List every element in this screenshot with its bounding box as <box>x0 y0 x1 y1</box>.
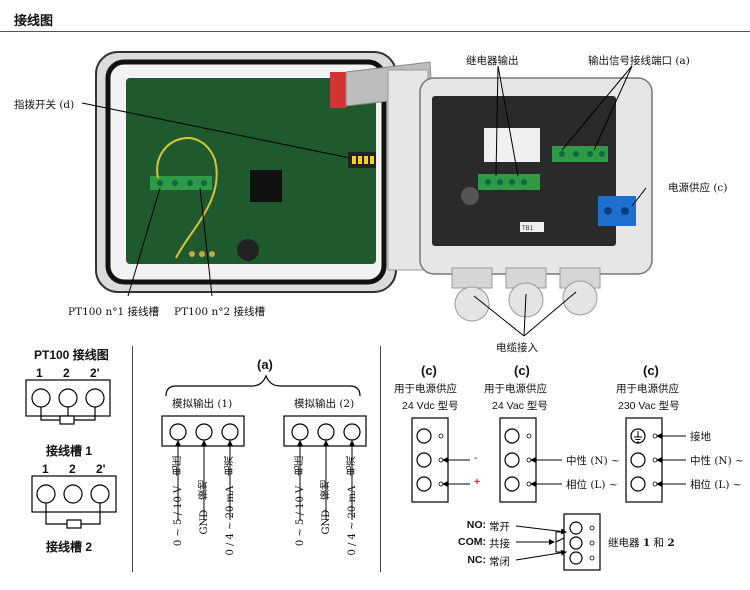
power-col1-model: 24 Vdc 型号 <box>402 400 459 412</box>
power-col1-title: 用于电源供应 <box>394 383 457 395</box>
cable-gland-3 <box>559 267 601 316</box>
relay-nc-key: NC: <box>467 554 486 566</box>
cable-gland-1 <box>451 267 493 322</box>
relay-nc-val: 常闭 <box>489 556 510 568</box>
relay-no-val: 常开 <box>489 521 510 533</box>
relay-com-key: COM: <box>458 536 486 548</box>
pt100-slot2-label: 接线槽 2 <box>46 540 93 554</box>
display-connector <box>237 239 259 261</box>
power-col2-title: 用于电源供应 <box>484 383 547 395</box>
pt100-slot2-pin-1: 1 <box>42 462 49 476</box>
pt100-slot1-resistor <box>59 415 75 425</box>
out1-gnd-signal: GND - 接地 <box>199 480 210 535</box>
power-col3-neutral: 中性 (N) ~ <box>690 455 744 467</box>
analog-marker: (a) <box>257 357 273 372</box>
pt100-slot1-pin-2: 2 <box>63 366 70 380</box>
power-col1-plus: + <box>474 476 481 488</box>
pt100-slot1-label: PT100 n°1 接线槽 <box>68 306 159 318</box>
pt100-slot2-resistor <box>66 519 82 529</box>
page-title: 接线图 <box>14 13 54 28</box>
pt100-slot2-pin-2p: 2' <box>96 462 106 476</box>
power-col3-ground: 接地 <box>690 431 711 443</box>
relay-label-prefix: 继电器 <box>608 537 643 549</box>
power-col3-model: 230 Vac 型号 <box>618 400 680 412</box>
pt100-slot2-label: PT100 n°2 接线槽 <box>174 306 265 318</box>
pt100-title: PT100 接线图 <box>34 348 109 362</box>
analog-out2-label: 模拟输出 (2) <box>294 398 355 410</box>
power-col3-phase: 相位 (L) ~ <box>690 479 742 491</box>
ground-icon <box>634 431 642 443</box>
power-col2-marker: (c) <box>514 363 530 378</box>
power-col3-marker: (c) <box>643 363 659 378</box>
out2-gnd-signal: GND - 接地 <box>321 480 332 535</box>
cable-entry-label: 电缆接入 <box>496 342 538 354</box>
analog-out1-label: 模拟输出 (1) <box>172 398 233 410</box>
relay-com-val: 共接 <box>489 538 510 550</box>
header-divider <box>0 31 750 32</box>
analog-brace <box>165 374 361 397</box>
dip-switch-label: 指拨开关 (d) <box>14 99 75 111</box>
mcu-chip <box>250 170 282 202</box>
relay-label-and: 和 <box>650 537 668 549</box>
pt100-slot1-pin-2p: 2' <box>90 366 100 380</box>
board-label: TB1 <box>521 225 534 232</box>
relay-output-label: 继电器输出 <box>466 55 519 67</box>
ribbon-connector-left <box>330 72 346 108</box>
out1-current-signal: 0 / 4 ~ 20 mA - 电流 <box>225 456 236 556</box>
power-col1-minus: - <box>474 452 478 464</box>
out2-current-signal: 0 / 4 ~ 20 mA - 电流 <box>347 456 358 556</box>
power-col2-model: 24 Vac 型号 <box>492 400 548 412</box>
out2-voltage-signal: 0 ~ 5 / 10 V - 电压 <box>295 456 306 547</box>
relay-label-n1: 1 <box>642 537 651 549</box>
pt100-slot1-label: 接线槽 1 <box>46 444 93 458</box>
power-col2-neutral: 中性 (N) ~ <box>566 455 620 467</box>
output-terminal-label: 输出信号接线端口 (a) <box>588 55 690 67</box>
pt100-slot1-pin-1: 1 <box>36 366 43 380</box>
relay-no-key: NO: <box>466 519 486 531</box>
pt100-slot2-pin-2: 2 <box>69 462 76 476</box>
right-pcb <box>432 96 616 246</box>
power-col2-phase: 相位 (L) ~ <box>566 479 618 491</box>
section-divider-1 <box>132 346 133 572</box>
relay-label-n2: 2 <box>667 537 675 549</box>
power-col3-title: 用于电源供应 <box>616 383 679 395</box>
section-divider-2 <box>380 346 381 572</box>
pt100-terminal-block <box>150 176 212 190</box>
sensor-wire <box>156 137 218 259</box>
relay-label: 继电器 1 和 2 <box>608 535 675 550</box>
power-supply-label: 电源供应 (c) <box>668 182 728 194</box>
capacitor <box>461 187 479 205</box>
out1-voltage-signal: 0 ~ 5 / 10 V - 电压 <box>173 456 184 547</box>
power-col1-marker: (c) <box>421 363 437 378</box>
